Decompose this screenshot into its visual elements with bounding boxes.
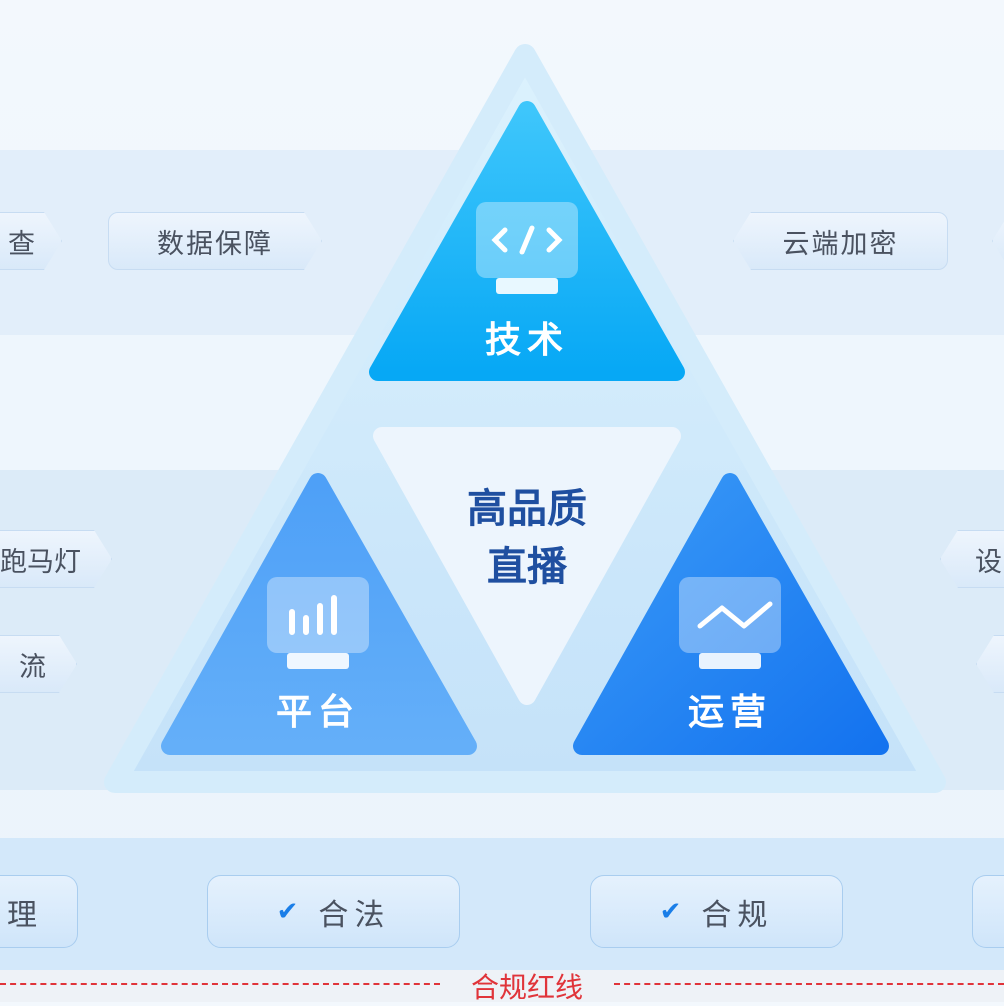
trend-line-monitor-icon [679,577,781,669]
tag-cloud-encryption: 云端加密 [733,212,948,270]
center-title-line1: 高品质 [467,486,587,532]
tag-label: 云端加密 [782,228,899,260]
tag-stream: 流 [0,635,77,693]
bar-chart-monitor-icon [267,577,369,669]
check-icon: ✔ [659,896,688,927]
center-title-line2: 直播 [487,544,568,590]
tag-label: 跑马灯 [0,546,81,578]
redline-right [614,983,1004,985]
tag-label: 设 [975,546,1002,578]
compliance-button[interactable]: ✔ 合规 [590,875,843,948]
redline-left [0,983,440,985]
tag-marquee: 跑马灯 [0,530,112,588]
tag-left-1: 查 [0,212,62,270]
tag-data-guarantee: 数据保障 [108,212,322,270]
label-operations: 运营 [688,692,772,733]
right-button-partial[interactable] [972,875,1004,948]
redline-label: 合规红线 [470,971,583,1004]
band-footer [0,970,1004,1002]
code-monitor-icon [476,202,578,294]
tag-label: 查 [8,228,37,260]
button-label: 合法 [318,897,391,933]
triangle-center [373,427,681,705]
principle-button-partial[interactable]: 理 [0,875,78,948]
tag-label: 流 [19,651,48,683]
legal-button[interactable]: ✔ 合法 [207,875,460,948]
check-icon: ✔ [276,896,305,927]
tag-label: 数据保障 [157,228,273,260]
label-tech: 技术 [485,320,569,361]
label-platform: 平台 [276,692,360,733]
button-label: 合规 [701,897,774,933]
button-label: 理 [7,897,43,933]
